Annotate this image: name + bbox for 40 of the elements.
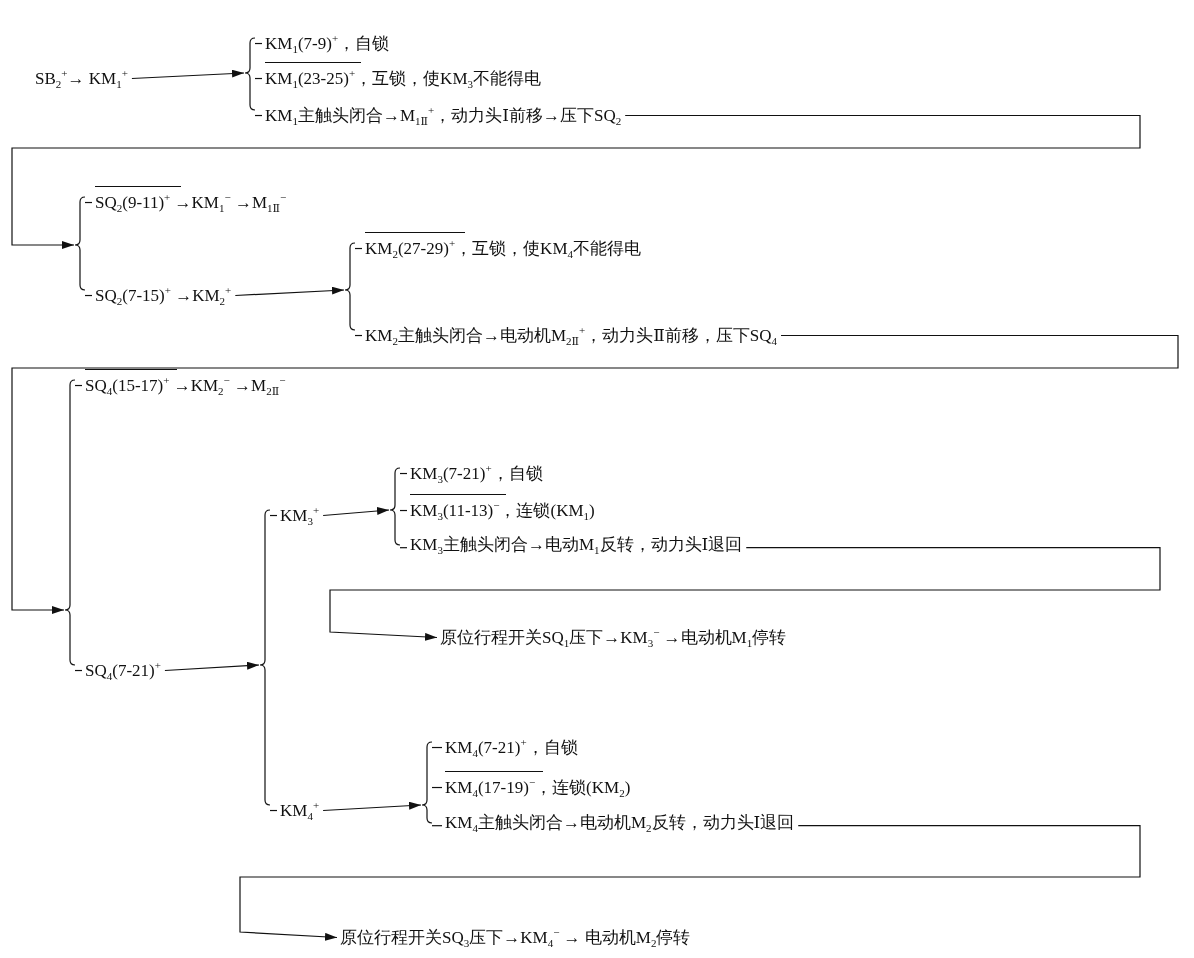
connector-line — [74, 669, 83, 672]
logic-step-text: KM$_{3}$(11-13)$^{−}$，连锁(KM$_{1}$) — [410, 493, 595, 529]
connector-line — [254, 114, 263, 117]
connector-line — [254, 77, 263, 80]
connector-line — [431, 746, 443, 749]
connector-line — [399, 472, 408, 475]
logic-step-text: KM$_{1}$主触头闭合→M$_{1Ⅱ}$$^{+}$，动力头Ⅰ前移→压下SQ$_{2}$ — [265, 98, 622, 134]
arrow — [322, 801, 422, 812]
logic-step-text: 原位行程开关SQ$_{3}$压下→KM$_{4}$$^{−}$ → 电动机M$_{2}$停转 — [340, 920, 691, 956]
connector-line — [269, 809, 278, 812]
logic-step-text: KM$_{3}$(7-21)$^{+}$，自锁 — [410, 456, 543, 492]
arrow — [164, 661, 260, 672]
logic-step-text: KM$_{4}$主触头闭合→电动机M$_{2}$反转，动力头Ⅰ退回 — [445, 811, 795, 841]
connector-line — [84, 201, 93, 204]
arrow — [11, 114, 1141, 249]
logic-step-text: KM$_{1}$(7-9)$^{+}$，自锁 — [265, 26, 390, 62]
arrow — [239, 825, 1141, 941]
logic-step-text: KM$_{3}$主触头闭合→电动M$_{1}$反转，动力头Ⅰ退回 — [410, 533, 743, 563]
connector-line — [431, 786, 443, 789]
arrow — [329, 547, 1161, 641]
logic-step-text: KM$_{2}$(27-29)$^{+}$，互锁，使KM$_{4}$不能得电 — [365, 231, 641, 267]
connector-line — [399, 509, 408, 512]
connector-line — [254, 42, 263, 45]
connector-line — [399, 547, 408, 549]
logic-step-text: KM$_{2}$主触头闭合→电动机M$_{2Ⅱ}$$^{+}$，动力头Ⅱ前移，压下SQ$_{4}$ — [365, 318, 778, 354]
logic-step-text: KM$_{4}$(7-21)$^{+}$，自锁 — [445, 730, 578, 766]
arrow — [234, 286, 345, 297]
arrow — [11, 334, 1179, 614]
connector-line — [354, 334, 363, 337]
connector-line — [431, 825, 443, 827]
arrow — [131, 69, 245, 80]
logic-step-text: 原位行程开关SQ$_{1}$压下→KM$_{3}$$^{−}$ →电动机M$_{1}$停转 — [440, 620, 787, 656]
connector-line — [74, 384, 83, 387]
logic-step-text: KM$_{4}$(17-19)$^{−}$，连锁(KM$_{2}$) — [445, 770, 631, 806]
arrow — [322, 507, 390, 517]
logic-step-text: SQ$_{4}$(7-21)$^{+}$ — [85, 653, 161, 689]
connector-line — [84, 294, 93, 297]
connector-line — [269, 514, 278, 517]
logic-step-text: KM$_{1}$(23-25)$^{+}$，互锁，使KM$_{3}$不能得电 — [265, 61, 541, 97]
connector-line — [354, 247, 363, 250]
